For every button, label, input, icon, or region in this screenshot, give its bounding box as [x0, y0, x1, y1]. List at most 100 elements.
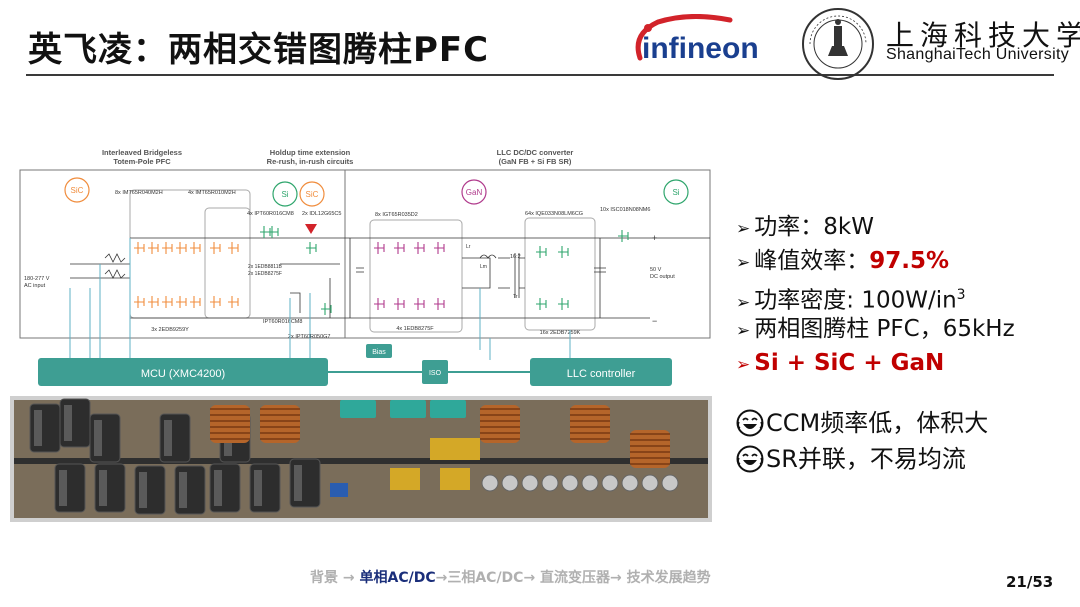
llc-heading-1: LLC DC/DC converter: [497, 148, 574, 157]
ac-input-label-1: 180-277 V: [24, 276, 50, 282]
small-capacitor-component: [581, 474, 599, 492]
sic-badge-2: SiC: [306, 190, 319, 199]
spec-bullet-list: ➢功率：8kW ➢峰值效率：97.5% ➢功率密度: 100W/in3 ➢两相图…: [736, 210, 1076, 380]
small-capacitor-component: [601, 474, 619, 492]
capacitor-component: [249, 463, 281, 513]
arrow-bullet-icon: ➢: [736, 321, 751, 341]
small-capacitor-component: [661, 474, 679, 492]
transformer-component: [390, 468, 420, 490]
current-section: 单相AC/DC: [359, 570, 436, 586]
transistor-icon: [536, 298, 547, 310]
dc-output-label-2: DC output: [650, 274, 675, 280]
teal-block-component: [340, 400, 376, 418]
si-badge-1: Si: [281, 190, 288, 199]
transistor-icon: [536, 246, 547, 258]
small-capacitor-component: [641, 474, 659, 492]
transistor-icon: [394, 242, 405, 254]
small-capacitor-component: [541, 474, 559, 492]
gan-badge: GaN: [466, 188, 483, 197]
pfc-heading-2: Totem-Pole PFC: [113, 157, 171, 166]
transistor-icon: [321, 303, 332, 315]
transistor-icon: [148, 296, 159, 308]
transformer-component: [440, 468, 470, 490]
inductor-component: [630, 430, 670, 468]
infineon-logo-text: infineon: [642, 32, 759, 65]
tr-label: Tr: [513, 294, 518, 300]
circuit-figure: Interleaved Bridgeless Totem-Pole PFC Ho…: [10, 148, 712, 522]
holdup-heading-1: Holdup time extension: [270, 148, 351, 157]
bullet-power: ➢功率：8kW: [736, 214, 874, 240]
transistor-icon: [176, 242, 187, 254]
capacitor-component: [59, 398, 91, 448]
transistor-icon: [268, 226, 279, 238]
arrow-bullet-icon: ➢: [736, 292, 751, 313]
inductor-component: [260, 405, 300, 443]
teal-block-component: [390, 400, 426, 418]
bullet-power-density: ➢功率密度: 100W/in3: [736, 287, 966, 314]
si-badge-2: Si: [672, 188, 679, 197]
blue-relay-component: [330, 483, 348, 497]
capacitor-component: [94, 463, 126, 513]
part-label-ipt016-b: IPT60R016CM8: [263, 319, 302, 325]
capacitor-component: [209, 463, 241, 513]
part-label-2edb: 3x 2EDB9259Y: [151, 327, 189, 333]
part-label-2edb7259: 16x 2EDB7259K: [540, 330, 581, 336]
mcu-block: MCU (XMC4200): [141, 368, 225, 380]
transistor-icon: [134, 242, 145, 254]
infineon-logo: infineon: [635, 14, 759, 65]
gan-switch-array: [374, 242, 445, 310]
arrow-bullet-icon: ➢: [736, 253, 751, 273]
transistor-icon: [176, 296, 187, 308]
part-label-iqe: 64x IQE033N08LM6CG: [525, 211, 583, 217]
capacitor-component: [89, 413, 121, 463]
transistor-icon: [162, 242, 173, 254]
university-seal-icon: [802, 8, 874, 80]
bullet-topology: ➢两相图腾柱 PFC，65kHz: [736, 316, 1015, 342]
transistor-icon: [558, 298, 569, 310]
part-label-igt: 8x IGT65R035D2: [375, 212, 418, 218]
small-capacitor-component: [561, 474, 579, 492]
transistor-icon: [134, 296, 145, 308]
note-ccm: CCM频率低，体积大: [736, 405, 988, 441]
transistor-icon: [434, 298, 445, 310]
transistor-icon: [228, 296, 239, 308]
transistor-icon: [374, 242, 385, 254]
part-label-idl: 2x IDL12G65C5: [302, 211, 341, 217]
bias-block: Bias: [372, 349, 386, 356]
capacitor-component: [159, 413, 191, 463]
part-label-1edb8275-b: 4x 1EDB8275F: [396, 326, 434, 332]
transistor-icon: [228, 242, 239, 254]
holdup-heading-2: Re-rush, in-rush circuits: [267, 157, 354, 166]
page-number: 21/53: [1006, 573, 1054, 591]
small-capacitor-component: [621, 474, 639, 492]
capacitor-component: [134, 465, 166, 515]
transistor-icon: [434, 242, 445, 254]
lm-label: Lm: [480, 264, 487, 270]
transistor-icon: [190, 296, 201, 308]
sic-switch-array: [134, 242, 239, 308]
sic-badge-1: SiC: [71, 186, 84, 195]
capacitor-component: [174, 465, 206, 515]
university-name-en: ShanghaiTech University: [886, 46, 1069, 63]
transistor-icon: [414, 298, 425, 310]
dc-output-label-1: 50 V: [650, 267, 662, 273]
transistor-icon: [260, 226, 271, 238]
part-label-ipt016: 4x IPT60R016CM8: [247, 211, 294, 217]
university-name-cn: 上海科技大学: [886, 19, 1080, 52]
inductor-component: [210, 405, 250, 443]
transformer-component: [450, 438, 480, 460]
inductor-component: [480, 405, 520, 443]
minus-label: −: [652, 316, 657, 326]
capacitor-component: [54, 463, 86, 513]
transistor-icon: [162, 296, 173, 308]
laughing-tears-face-icon: [736, 409, 764, 437]
capacitor-component: [29, 403, 61, 453]
part-label-4x: 4x IMT65R010M2H: [188, 190, 236, 196]
llc-heading-2: (GaN FB + Si FB SR): [499, 157, 572, 166]
board-photo: [10, 396, 712, 522]
laughing-tears-face-icon: [736, 445, 764, 473]
pfc-heading-1: Interleaved Bridgeless: [102, 148, 182, 157]
lr-label: Lr: [466, 244, 471, 250]
transistor-icon: [210, 296, 221, 308]
transistor-icon: [394, 298, 405, 310]
